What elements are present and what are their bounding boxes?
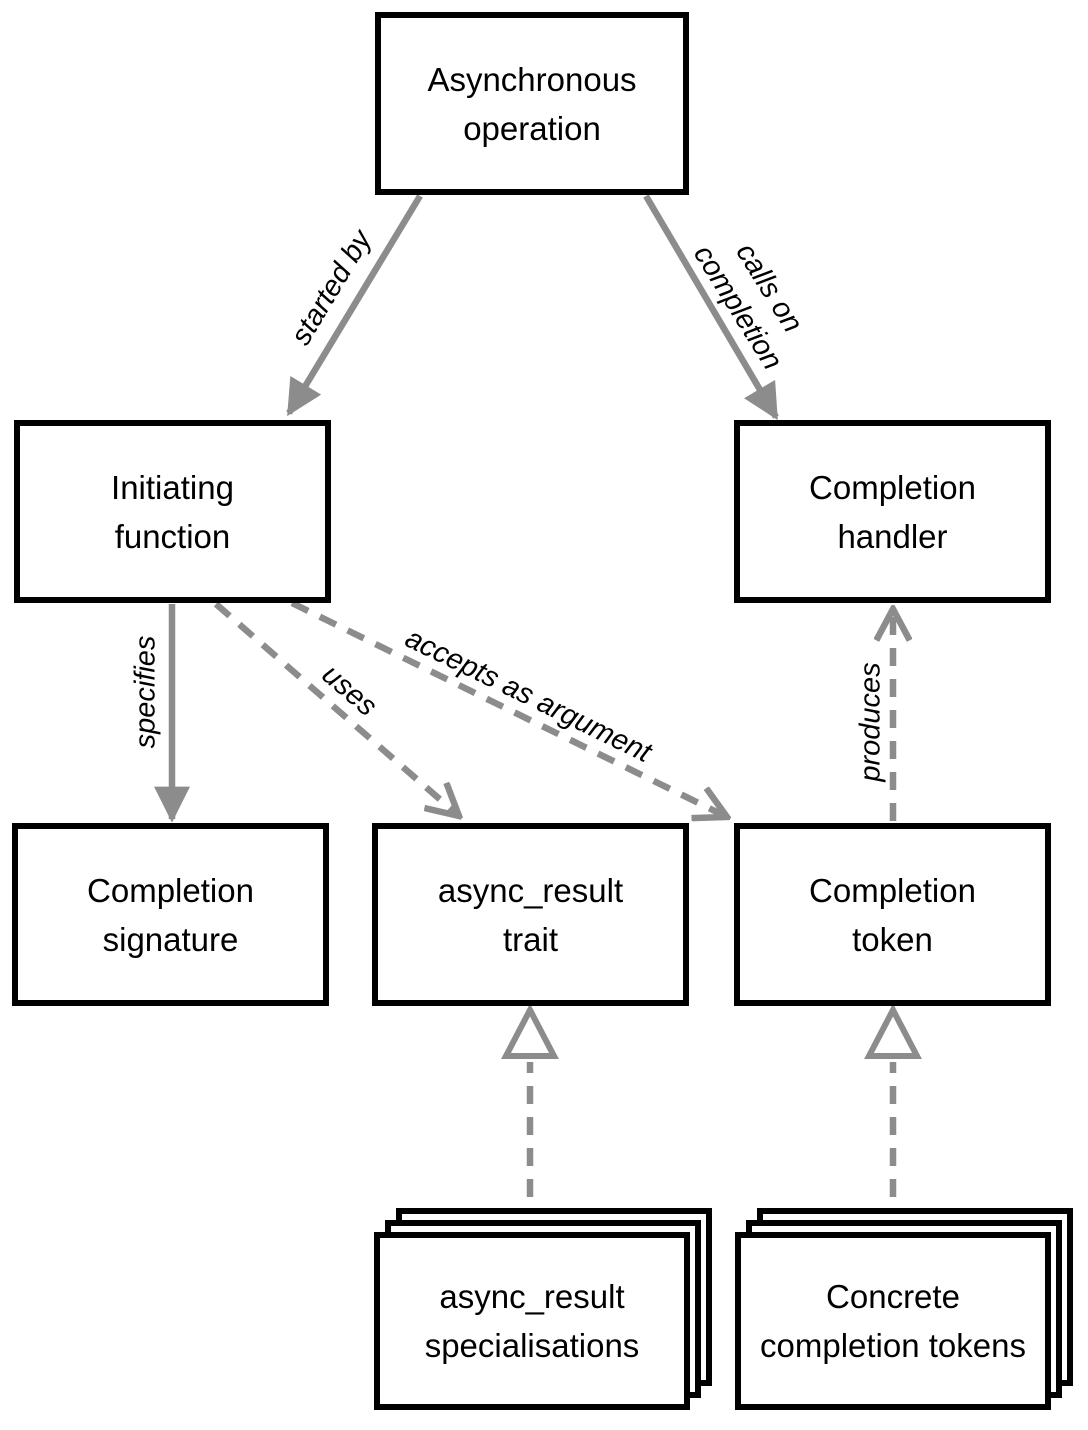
- node-completion-token-label: Completion token: [809, 871, 976, 958]
- node-initiating-function: Initiating function: [14, 420, 331, 603]
- edge-started-by: [286, 194, 423, 417]
- node-async-result-specialisations: async_result specialisations: [374, 1232, 690, 1410]
- node-async-result-trait: async_result trait: [372, 823, 689, 1006]
- node-completion-token: Completion token: [734, 823, 1051, 1006]
- node-completion-handler-label: Completion handler: [809, 468, 976, 555]
- node-async-result-trait-label: async_result trait: [437, 871, 624, 958]
- generalization-arrowhead-completion-token: [864, 1003, 922, 1059]
- node-concrete-completion-tokens: Concrete completion tokens: [735, 1232, 1051, 1410]
- edge-uses: [213, 601, 459, 816]
- node-completion-signature-label: Completion signature: [87, 871, 254, 958]
- generalization-arrowhead-async-result-trait: [501, 1003, 559, 1059]
- node-initiating-function-label: Initiating function: [111, 468, 234, 555]
- node-completion-handler: Completion handler: [734, 420, 1051, 603]
- edge-label-specifies: specifies: [129, 635, 162, 749]
- node-completion-signature: Completion signature: [12, 823, 329, 1006]
- node-concrete-completion-tokens-label: Concrete completion tokens: [760, 1278, 1026, 1364]
- edge-accepts-as-argument: [290, 600, 727, 817]
- node-async-result-specialisations-label: async_result specialisations: [424, 1278, 640, 1364]
- edge-calls-on-completion: [643, 194, 779, 421]
- node-asynchronous-operation: Asynchronous operation: [375, 12, 689, 195]
- node-asynchronous-operation-label: Asynchronous operation: [427, 60, 637, 147]
- edge-label-produces: produces: [854, 662, 887, 782]
